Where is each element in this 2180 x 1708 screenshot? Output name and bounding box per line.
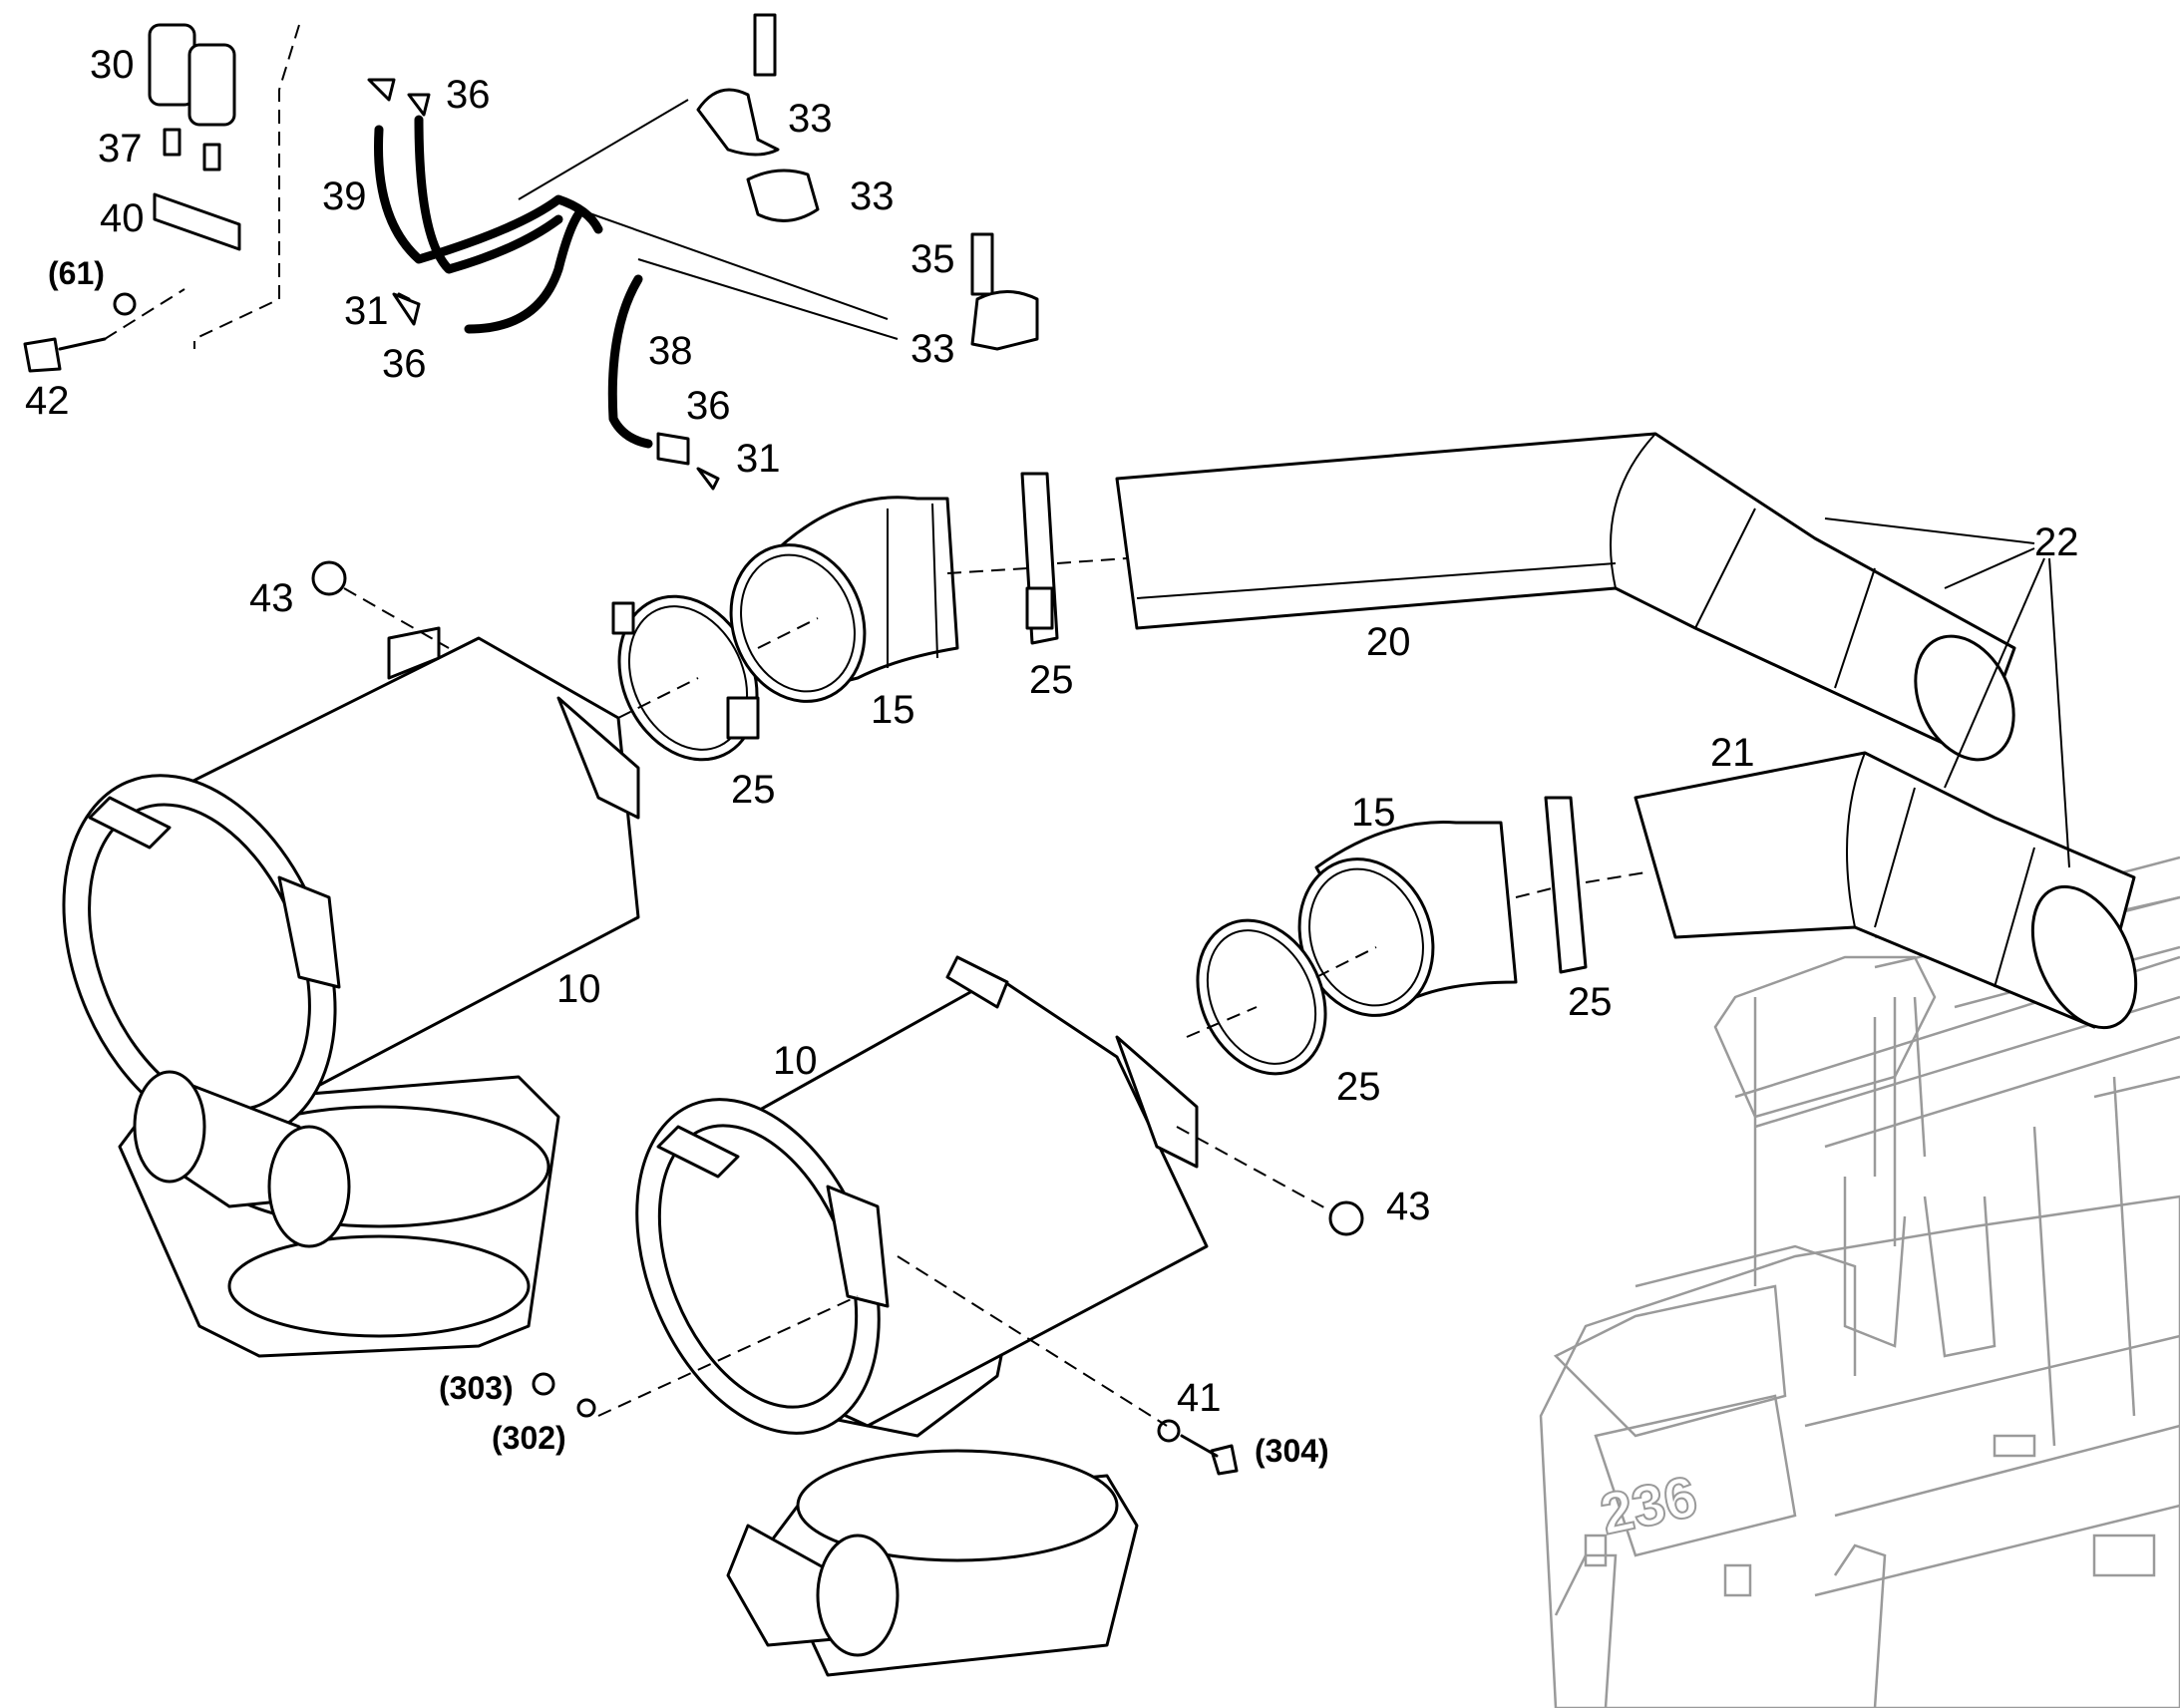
pipe-clips-33	[696, 13, 1039, 351]
air-filter-housing-upper	[62, 626, 640, 1358]
label-43-upper: 43	[249, 576, 294, 620]
nut-43-upper	[311, 560, 450, 649]
nut-43-lower	[1176, 1126, 1364, 1236]
filter-indicator-bracket	[23, 23, 300, 373]
label-15-upper: 15	[871, 688, 915, 732]
label-25-clamp-lower-left: 25	[1336, 1065, 1381, 1109]
label-33-middle: 33	[850, 174, 895, 218]
label-10-lower: 10	[773, 1039, 818, 1083]
hose-clamp-25-upper	[611, 594, 760, 762]
label-22-pointers	[1824, 517, 2070, 868]
label-22: 22	[2034, 520, 2079, 564]
label-31-bottom: 31	[736, 437, 781, 481]
label-36-left: 36	[382, 342, 427, 386]
intake-pipe-21	[1634, 751, 2138, 1030]
label-10-upper: 10	[556, 967, 601, 1011]
air-filter-housing-lower	[635, 955, 1209, 1677]
label-303: (303)	[439, 1370, 514, 1406]
machine-model-badge: 236	[1595, 1464, 1702, 1547]
hose-assembly	[367, 78, 899, 491]
label-21: 21	[1710, 731, 1755, 775]
label-33-top: 33	[788, 97, 833, 141]
label-40: 40	[100, 196, 145, 240]
hose-clamp-25-top	[1020, 472, 1059, 645]
label-25-clamp-top: 25	[1029, 658, 1074, 702]
label-30: 30	[90, 43, 135, 87]
label-302: (302)	[492, 1420, 566, 1456]
label-15-lower: 15	[1351, 791, 1396, 835]
label-39: 39	[322, 174, 367, 218]
label-31-left: 31	[344, 289, 389, 333]
assembly-center-lines	[617, 557, 1646, 1038]
rubber-elbow-15-lower	[1297, 821, 1518, 1017]
fasteners-302-303-304-41	[532, 1255, 1239, 1476]
label-35: 35	[910, 237, 955, 281]
label-36-top: 36	[446, 73, 491, 117]
label-304: (304)	[1255, 1433, 1329, 1469]
label-20: 20	[1366, 620, 1411, 664]
label-38: 38	[648, 329, 693, 373]
label-25-clamp-upper: 25	[731, 768, 776, 812]
label-41: 41	[1177, 1376, 1222, 1420]
label-37: 37	[98, 127, 143, 171]
label-25-clamp-lower-right: 25	[1568, 980, 1613, 1024]
label-61: (61)	[48, 255, 105, 291]
rubber-elbow-15-upper	[729, 496, 959, 703]
intake-pipe-20	[1115, 432, 2016, 762]
label-36-bottom: 36	[686, 384, 731, 428]
label-33-bottom: 33	[910, 327, 955, 371]
label-43-lower: 43	[1386, 1185, 1431, 1228]
label-42: 42	[25, 379, 70, 423]
hose-clamp-25-lower	[1196, 796, 1588, 1076]
